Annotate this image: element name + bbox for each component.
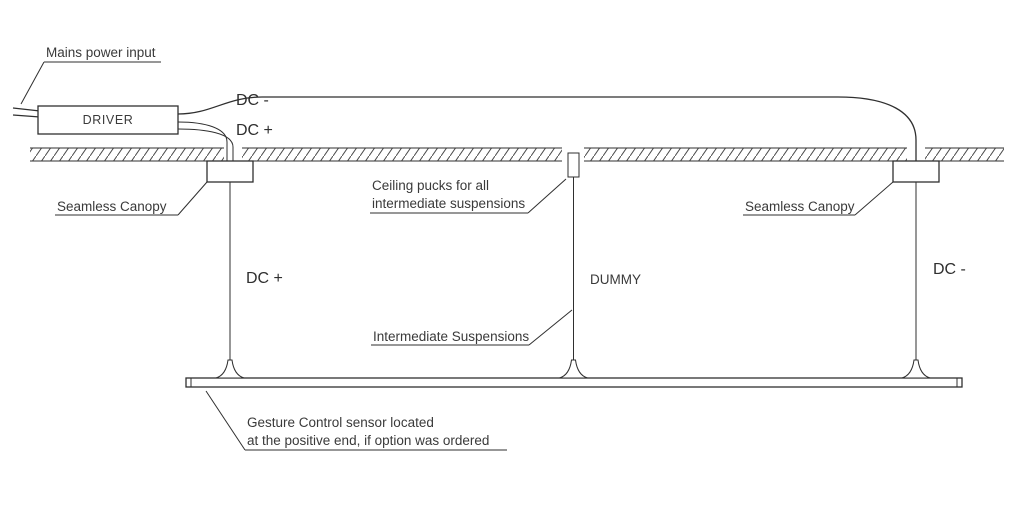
mains-power-annotation: Mains power input <box>20 45 161 105</box>
dc-minus-wire-run <box>177 96 917 161</box>
dummy-wire-label: DUMMY <box>590 272 641 287</box>
gesture-control-label-line1: Gesture Control sensor located <box>247 415 434 430</box>
ceiling-pucks-label-line1: Ceiling pucks for all <box>372 178 489 193</box>
dc-minus-wire-label: DC - <box>933 261 966 278</box>
luminaire-bar <box>185 377 963 388</box>
suspension-foot-middle <box>559 359 588 379</box>
seamless-canopy-left-annotation: Seamless Canopy <box>55 181 208 216</box>
ceiling-pucks-annotation: Ceiling pucks for all intermediate suspe… <box>370 178 567 214</box>
mains-power-wires <box>12 107 41 118</box>
dc-plus-wire-run <box>177 121 234 161</box>
driver-box: DRIVER <box>37 105 179 135</box>
intermediate-suspensions-annotation: Intermediate Suspensions <box>371 309 573 346</box>
intermediate-suspensions-label: Intermediate Suspensions <box>373 329 529 344</box>
seamless-canopy-right-annotation: Seamless Canopy <box>743 181 894 216</box>
ceiling-puck-middle <box>567 152 580 178</box>
gesture-control-annotation: Gesture Control sensor located at the po… <box>205 390 507 451</box>
driver-label: DRIVER <box>83 113 134 127</box>
ceiling-pucks-label-line2: intermediate suspensions <box>372 196 525 211</box>
seamless-canopy-right-box <box>892 160 940 183</box>
seamless-canopy-left-box <box>206 160 254 183</box>
dc-plus-wire-label: DC + <box>246 270 283 287</box>
gesture-control-label-line2: at the positive end, if option was order… <box>247 433 489 448</box>
suspension-foot-right <box>901 359 931 379</box>
mains-power-label: Mains power input <box>46 45 156 60</box>
dc-minus-top-label: DC - <box>236 92 269 109</box>
seamless-canopy-right-label: Seamless Canopy <box>745 199 855 214</box>
dc-plus-top-label: DC + <box>236 122 273 139</box>
ceiling-hatched-band <box>30 147 1004 162</box>
suspension-foot-left <box>215 359 245 379</box>
seamless-canopy-left-label: Seamless Canopy <box>57 199 167 214</box>
